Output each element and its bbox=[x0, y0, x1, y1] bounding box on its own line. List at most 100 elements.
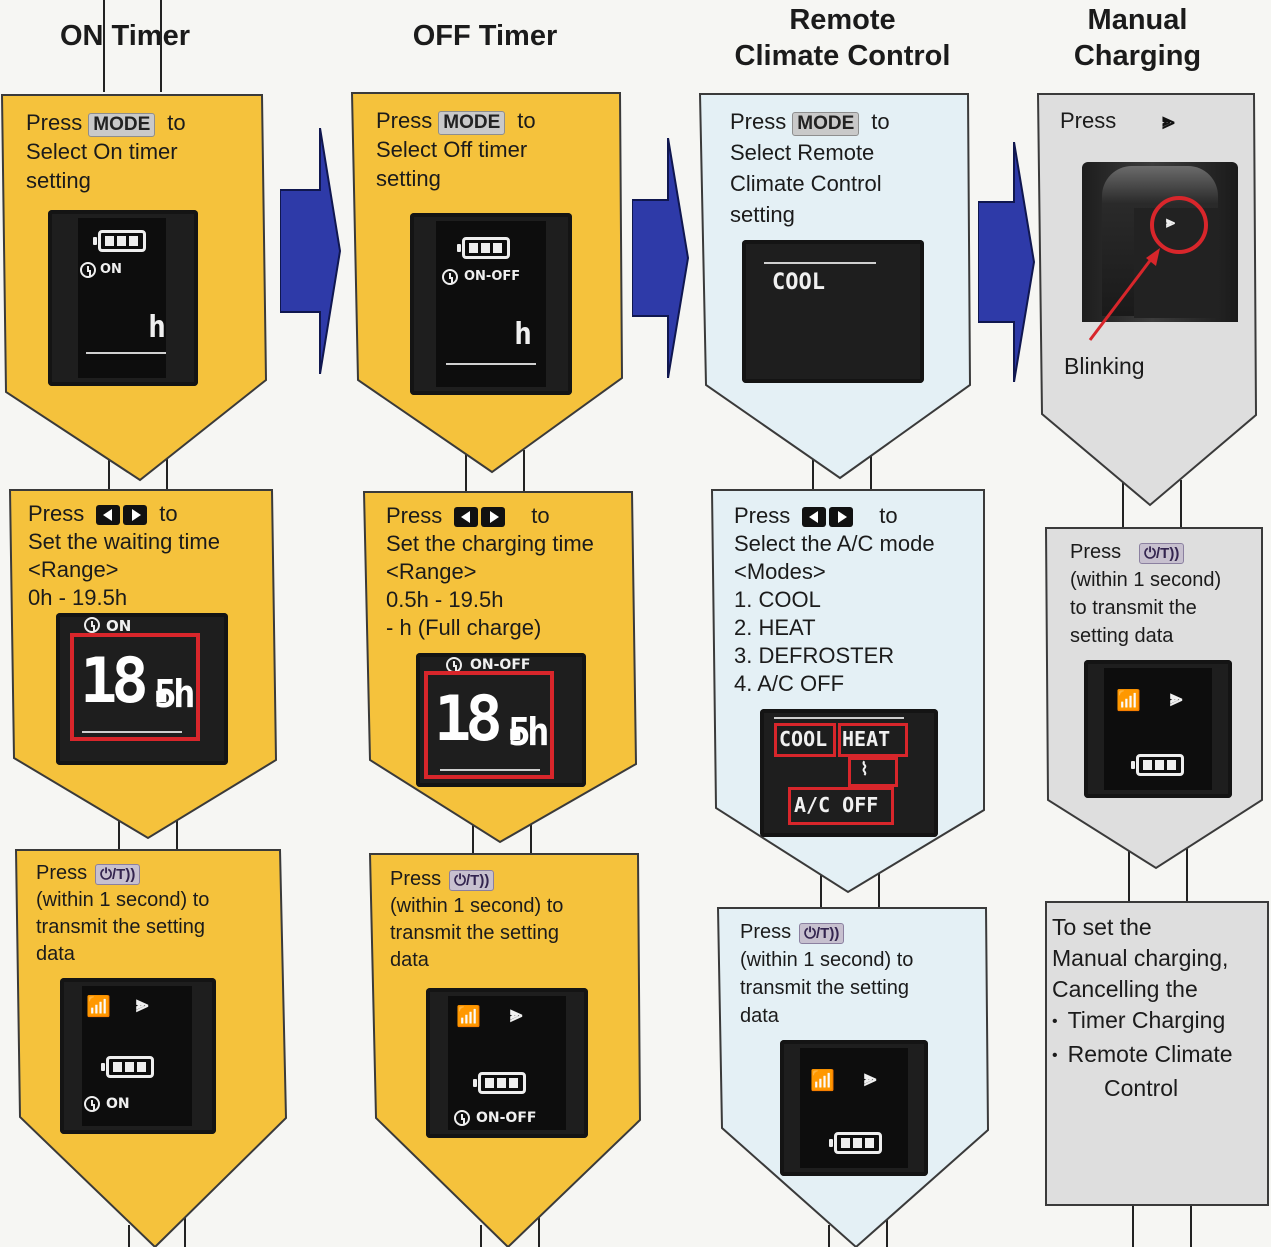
connector-line bbox=[1128, 840, 1130, 902]
lcd-display: COOL HEAT ⌇ A/C OFF bbox=[760, 709, 938, 837]
column-title-on-timer: ON Timer bbox=[40, 18, 210, 54]
instruction-line: data bbox=[740, 1005, 779, 1027]
to-label: to bbox=[167, 110, 186, 135]
lcd-mode-cool: COOL bbox=[779, 727, 828, 751]
instruction-line: setting bbox=[26, 168, 91, 193]
lcd-display: 📶 ⫸ bbox=[780, 1040, 928, 1176]
connector-line bbox=[878, 870, 880, 910]
instruction-line: <Modes> bbox=[734, 559, 826, 584]
title-line: ON Timer bbox=[59, 20, 190, 52]
connector-line bbox=[828, 1225, 830, 1247]
mc-step2-text: Press⏻/T)) (within 1 second) to transmit… bbox=[1070, 538, 1221, 650]
charge-plug-icon: ⫸ bbox=[1162, 109, 1175, 134]
battery-icon bbox=[101, 1056, 154, 1078]
blinking-highlight-circle bbox=[1150, 196, 1208, 254]
power-transmit-key: ⏻/T)) bbox=[95, 864, 141, 885]
instruction-line: setting bbox=[376, 166, 441, 191]
instruction-line: 0.5h - 19.5h bbox=[386, 587, 504, 612]
instruction-line: data bbox=[36, 943, 75, 965]
lcd-on-label: ON bbox=[106, 617, 132, 635]
instruction-line: Select On timer bbox=[26, 139, 178, 164]
lcd-underline bbox=[86, 352, 166, 354]
instruction-line: (within 1 second) to bbox=[390, 895, 564, 917]
to-label: to bbox=[879, 503, 898, 528]
lcd-display: ON-OFF 18. 5h bbox=[416, 653, 586, 787]
column-title-remote-climate: Remote Climate Control bbox=[710, 2, 975, 74]
connector-line bbox=[886, 1215, 888, 1247]
next-arrow-icon bbox=[280, 128, 342, 374]
plug-icon: ⫸ bbox=[864, 1066, 877, 1091]
connector-line bbox=[538, 1215, 540, 1247]
to-label: to bbox=[517, 108, 536, 133]
connector-line bbox=[103, 0, 105, 92]
title-line: Remote bbox=[789, 4, 896, 36]
instruction-line: Cancelling the bbox=[1052, 976, 1198, 1002]
on-step3-text: Press⏻/T)) (within 1 second) to transmit… bbox=[36, 860, 209, 968]
pointer-arrow bbox=[1088, 248, 1160, 341]
connector-line bbox=[184, 1215, 186, 1247]
connector-line bbox=[1122, 480, 1124, 528]
highlight-box bbox=[424, 671, 554, 779]
lcd-overline bbox=[774, 717, 904, 719]
instruction-line: transmit the setting bbox=[390, 922, 559, 944]
lcd-underline bbox=[446, 363, 536, 365]
connector-line bbox=[530, 822, 532, 854]
lcd-digits: 18. bbox=[434, 682, 534, 755]
next-arrow-icon bbox=[632, 138, 690, 378]
to-label: to bbox=[871, 109, 890, 134]
mode-key: MODE bbox=[88, 113, 156, 137]
press-label: Press bbox=[386, 503, 443, 528]
instruction-line: Control bbox=[1104, 1075, 1179, 1101]
instruction-line: (within 1 second) to bbox=[36, 889, 210, 911]
instruction-line: setting bbox=[730, 202, 795, 227]
column-title-off-timer: OFF Timer bbox=[395, 18, 575, 54]
power-transmit-key: ⏻/T)) bbox=[1139, 543, 1185, 564]
off-step3-text: Press⏻/T)) (within 1 second) to transmit… bbox=[390, 866, 563, 974]
title-line: OFF Timer bbox=[412, 20, 558, 52]
lcd-underline bbox=[82, 731, 182, 733]
lcd-digits: 18. bbox=[80, 644, 180, 717]
battery-icon bbox=[829, 1132, 882, 1154]
instruction-line: Select Remote bbox=[730, 140, 875, 165]
press-label: Press bbox=[390, 868, 442, 890]
plug-icon: ⫸ bbox=[1170, 686, 1183, 711]
signal-icon: 📶 bbox=[86, 994, 111, 1018]
connector-line bbox=[472, 822, 474, 854]
instruction-line: data bbox=[390, 949, 429, 971]
lcd-display: 📶 ⫸ ON bbox=[60, 978, 216, 1134]
battery-icon bbox=[93, 230, 146, 252]
lcd-on-off-label: ON-OFF bbox=[464, 269, 521, 284]
press-label: Press bbox=[1070, 541, 1122, 563]
connector-line bbox=[870, 452, 872, 492]
connector-line bbox=[176, 818, 178, 850]
press-label: Press bbox=[1060, 108, 1117, 133]
press-label: Press bbox=[36, 862, 88, 884]
mode-key: MODE bbox=[792, 112, 860, 136]
instruction-line: Set the waiting time bbox=[28, 529, 220, 554]
instruction-line: setting data bbox=[1070, 625, 1174, 647]
column-title-manual-charging: Manual Charging bbox=[1040, 2, 1235, 74]
title-line: Charging bbox=[1073, 40, 1202, 72]
press-label: Press bbox=[28, 501, 85, 526]
connector-line bbox=[812, 452, 814, 492]
lcd-mode-cool: COOL bbox=[772, 270, 825, 295]
mc-step3-text: To set the Manual charging, Cancelling t… bbox=[1052, 912, 1233, 1104]
instruction-line: - h (Full charge) bbox=[386, 615, 542, 640]
mode-key: MODE bbox=[438, 111, 506, 135]
lcd-on-label: ON bbox=[100, 262, 122, 277]
lcd-underline bbox=[440, 769, 540, 771]
lcd-unit: 5h bbox=[154, 672, 196, 716]
left-arrow-key-icon bbox=[96, 505, 121, 526]
connector-line bbox=[1190, 1205, 1192, 1247]
highlight-box bbox=[848, 757, 898, 787]
connector-line bbox=[160, 0, 162, 92]
highlight-box bbox=[70, 633, 200, 741]
instruction-line: Manual charging, bbox=[1052, 945, 1229, 971]
highlight-box bbox=[774, 723, 836, 757]
to-label: to bbox=[159, 501, 178, 526]
press-label: Press bbox=[740, 921, 792, 943]
